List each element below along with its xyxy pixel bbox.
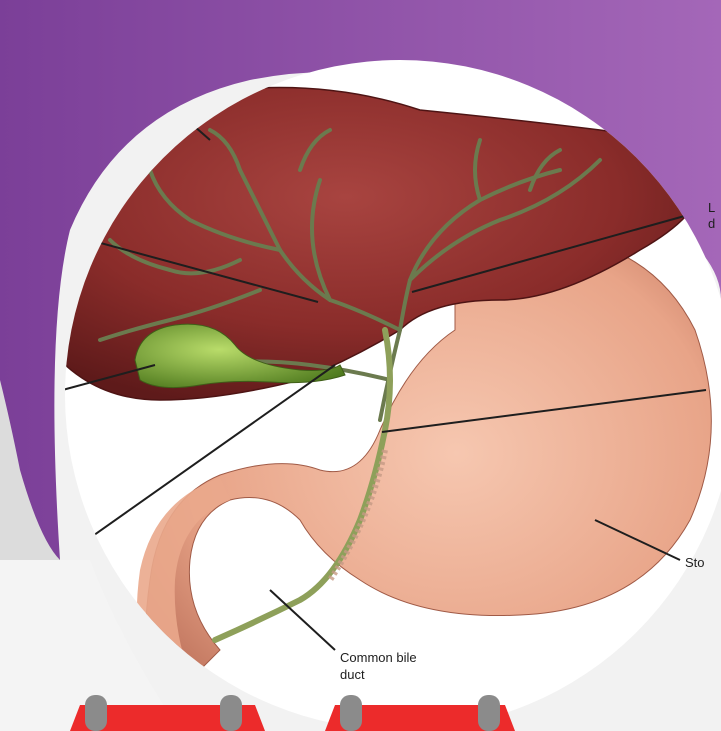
label-left-hepatic-duct-1: L bbox=[708, 200, 715, 216]
label-stomach: Sto bbox=[685, 555, 705, 571]
label-common-bile-duct-2: duct bbox=[340, 667, 365, 683]
label-common-bile-duct-1: Common bile bbox=[340, 650, 417, 666]
label-left-hepatic-duct-2: d bbox=[708, 216, 715, 232]
